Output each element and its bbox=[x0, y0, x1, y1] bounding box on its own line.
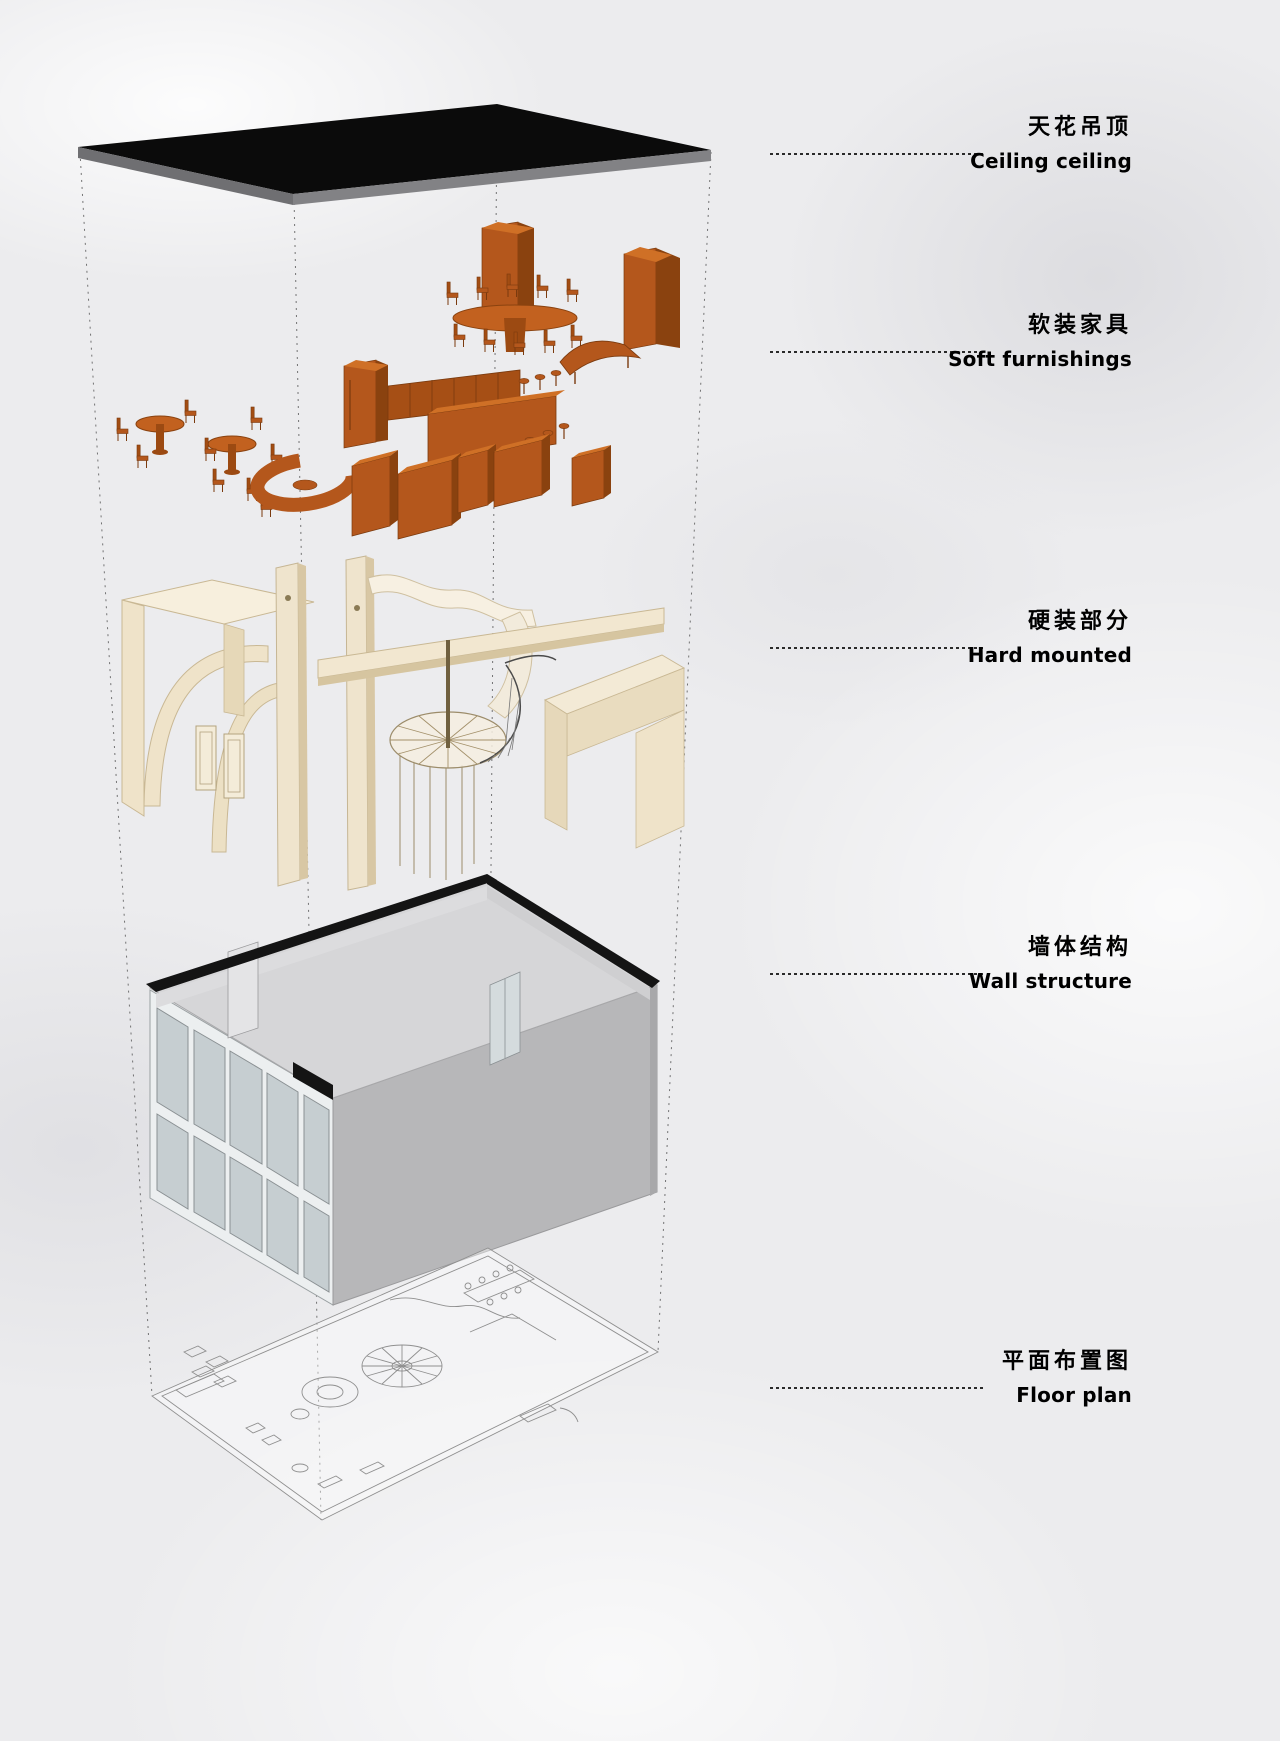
label-soft-furnishings: 软装家具 Soft furnishings bbox=[770, 312, 1132, 392]
label-floor-plan: 平面布置图 Floor plan bbox=[770, 1348, 1132, 1428]
soft-furnishings-label-zh: 软装家具 bbox=[1027, 313, 1132, 338]
wall-structure-layer bbox=[146, 874, 660, 1306]
hard-mounted-layer bbox=[121, 555, 686, 891]
leader-line-soft-furnishings bbox=[770, 350, 984, 353]
hard-mounted-label-en: Hard mounted bbox=[967, 643, 1132, 667]
leader-line-hard-mounted bbox=[770, 646, 984, 649]
ceiling-layer bbox=[78, 104, 711, 205]
floor-plan-layer bbox=[151, 1247, 659, 1521]
leader-line-ceiling bbox=[770, 152, 984, 155]
ceiling-label-zh: 天花吊顶 bbox=[1027, 115, 1132, 140]
label-hard-mounted: 硬装部分 Hard mounted bbox=[770, 608, 1132, 688]
label-wall-structure: 墙体结构 Wall structure bbox=[770, 934, 1132, 1014]
wall-structure-label-en: Wall structure bbox=[969, 969, 1132, 993]
floor-plan-label-en: Floor plan bbox=[1016, 1383, 1132, 1407]
floor-plan-label-zh: 平面布置图 bbox=[1001, 1349, 1132, 1374]
label-ceiling: 天花吊顶 Ceiling ceiling bbox=[770, 114, 1132, 194]
hard-mounted-label-zh: 硬装部分 bbox=[1027, 609, 1132, 634]
soft-furnishings-layer bbox=[116, 221, 680, 540]
soft-furnishings-label-en: Soft furnishings bbox=[948, 347, 1132, 371]
wall-structure-label-zh: 墙体结构 bbox=[1027, 935, 1132, 960]
ceiling-label-en: Ceiling ceiling bbox=[970, 149, 1132, 173]
leader-line-wall-structure bbox=[770, 972, 984, 975]
leader-line-floor-plan bbox=[770, 1386, 984, 1389]
